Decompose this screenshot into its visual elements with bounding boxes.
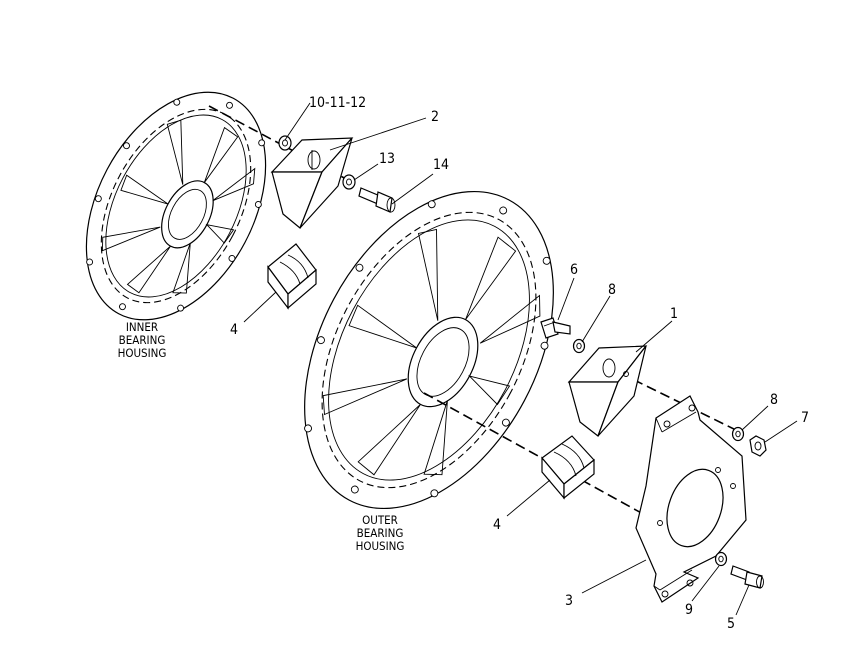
- callout-2: 2: [431, 109, 439, 125]
- callout-5: 5: [727, 616, 735, 632]
- callout-4-lower: 4: [493, 517, 501, 533]
- callout-7: 7: [801, 410, 809, 426]
- svg-text:OUTER: OUTER: [362, 513, 398, 527]
- callout-1: 1: [670, 306, 678, 322]
- callout-4-upper: 4: [230, 322, 238, 338]
- callout-10-11-12: 10-11-12: [309, 95, 366, 111]
- outer-bearing-housing: [304, 190, 554, 510]
- svg-text:BEARING: BEARING: [119, 333, 166, 347]
- inner-bearing-housing: [85, 91, 267, 321]
- callout-6: 6: [570, 262, 578, 278]
- callout-8-upper: 8: [608, 282, 616, 298]
- callout-9: 9: [685, 602, 693, 618]
- part-8-washer-upper: [572, 338, 586, 354]
- caption-outer-bearing-housing: OUTER BEARING HOUSING: [356, 513, 405, 553]
- part-14-bolt: [358, 187, 396, 213]
- leader-lines: [243, 102, 798, 616]
- callout-14: 14: [433, 157, 449, 173]
- svg-text:INNER: INNER: [126, 320, 158, 334]
- part-10-11-12-washer: [278, 135, 292, 151]
- part-8-washer-lower: [731, 426, 745, 442]
- svg-text:HOUSING: HOUSING: [118, 346, 167, 360]
- part-6-bolt: [540, 317, 571, 339]
- part-4-spacer-lower: [541, 435, 595, 500]
- svg-text:HOUSING: HOUSING: [356, 539, 405, 553]
- callout-8-lower: 8: [770, 392, 778, 408]
- part-13-washer: [342, 174, 356, 190]
- callout-13: 13: [379, 151, 395, 167]
- part-9-washer: [714, 551, 728, 567]
- part-2-block: [270, 137, 354, 229]
- part-5-bolt: [730, 565, 764, 589]
- part-4-spacer-upper: [267, 243, 317, 310]
- part-3-plate: [635, 395, 747, 603]
- callout-3: 3: [565, 593, 573, 609]
- part-7-nut: [749, 435, 767, 457]
- caption-inner-bearing-housing: INNER BEARING HOUSING: [118, 320, 167, 360]
- part-1-block: [567, 345, 648, 437]
- svg-text:BEARING: BEARING: [357, 526, 404, 540]
